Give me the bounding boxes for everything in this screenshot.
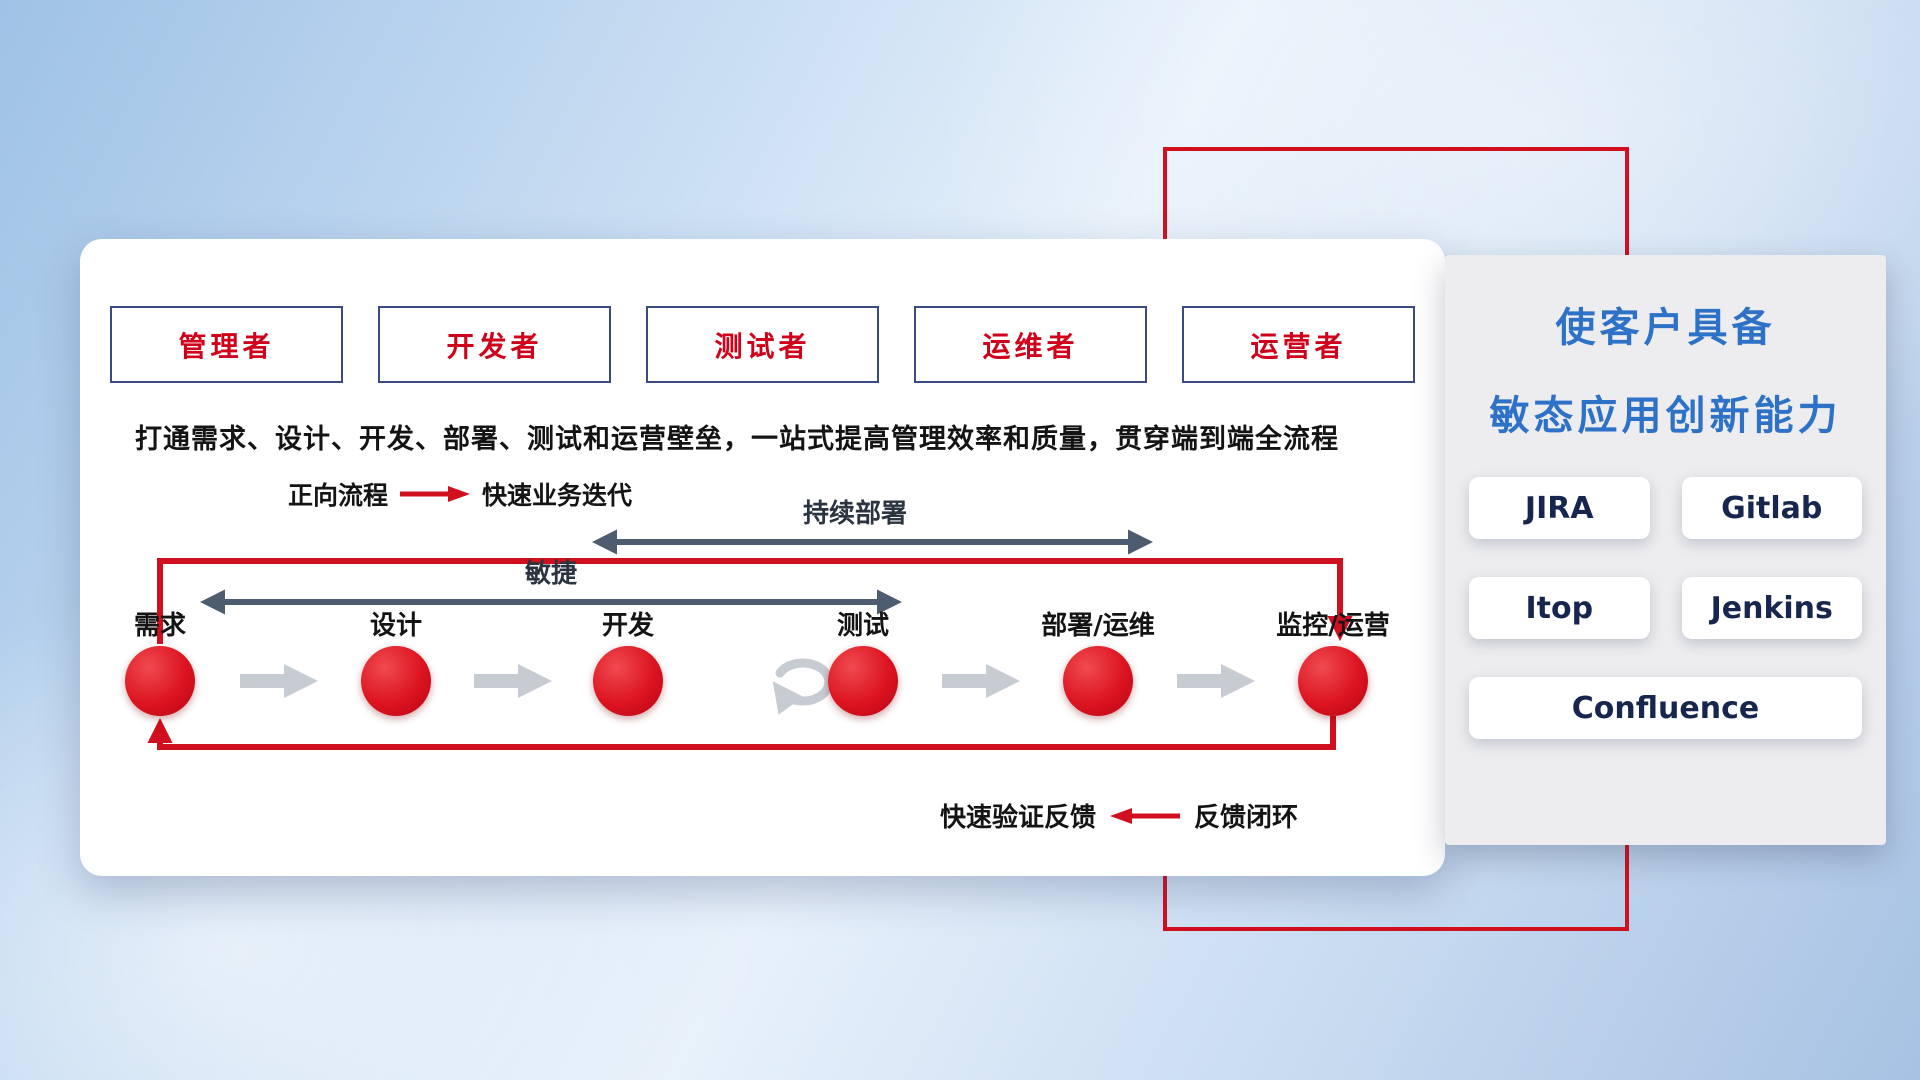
tool-chip-jira: JIRA bbox=[1469, 477, 1650, 539]
role-label: 运营者 bbox=[1250, 329, 1347, 363]
process-node bbox=[361, 646, 431, 716]
process-node bbox=[1298, 646, 1368, 716]
roles-row: 管理者 开发者 测试者 运维者 运营者 bbox=[110, 306, 1415, 383]
flow-arrow-icon bbox=[942, 664, 1020, 698]
tool-chip-itop: Itop bbox=[1469, 577, 1650, 639]
iteration-loop-icon bbox=[772, 658, 834, 715]
role-box: 测试者 bbox=[646, 306, 879, 383]
process-node bbox=[828, 646, 898, 716]
role-box: 运营者 bbox=[1182, 306, 1415, 383]
feedback-arrow-icon bbox=[1110, 807, 1181, 824]
flow-arrow-icon bbox=[474, 664, 552, 698]
continuous-deploy-label: 持续部署 bbox=[802, 499, 907, 529]
feedback-legend-label: 快速验证反馈 bbox=[940, 803, 1097, 833]
feedback-loop-line bbox=[147, 716, 1336, 750]
role-box: 管理者 bbox=[110, 306, 343, 383]
agile-label: 敏捷 bbox=[524, 559, 577, 589]
forward-arrow-icon bbox=[400, 486, 471, 502]
tool-chip-confluence: Confluence bbox=[1469, 677, 1862, 739]
process-node bbox=[125, 646, 195, 716]
flow-arrow-icon bbox=[240, 664, 318, 698]
devops-flow-card: 管理者 开发者 测试者 运维者 运营者 打通需求、设计、开发、部署、测试和运营壁… bbox=[80, 239, 1445, 876]
panel-title-line2: 敏态应用创新能力 bbox=[1489, 393, 1842, 439]
feedback-legend: 快速验证反馈 反馈闭环 bbox=[940, 797, 1298, 834]
process-node-label: 测试 bbox=[836, 611, 889, 641]
feedback-legend-value: 反馈闭环 bbox=[1194, 803, 1299, 833]
flow-arrow-icon bbox=[1177, 664, 1255, 698]
process-node-label: 设计 bbox=[369, 611, 422, 641]
description-text: 打通需求、设计、开发、部署、测试和运营壁垒，一站式提高管理效率和质量，贯穿端到端… bbox=[135, 424, 1339, 455]
role-label: 管理者 bbox=[178, 329, 275, 363]
capability-panel: 使客户具备 敏态应用创新能力 JIRA Gitlab Itop Jenkins … bbox=[1445, 255, 1886, 845]
role-box: 运维者 bbox=[914, 306, 1147, 383]
role-box: 开发者 bbox=[378, 306, 611, 383]
process-node-label: 部署/运维 bbox=[1041, 611, 1155, 641]
process-node-label: 需求 bbox=[133, 611, 186, 641]
process-node-label: 监控/运营 bbox=[1276, 611, 1390, 641]
role-label: 运维者 bbox=[982, 329, 1079, 363]
panel-title-line1: 使客户具备 bbox=[1555, 305, 1776, 351]
process-node-label: 开发 bbox=[601, 611, 654, 641]
tool-chip-gitlab: Gitlab bbox=[1681, 477, 1862, 539]
role-label: 测试者 bbox=[714, 329, 811, 363]
process-node bbox=[593, 646, 663, 716]
tools-grid: JIRA Gitlab Itop Jenkins Confluence bbox=[1469, 477, 1862, 739]
tool-chip-jenkins: Jenkins bbox=[1681, 577, 1862, 639]
forward-legend: 正向流程 快速业务迭代 bbox=[288, 476, 632, 512]
process-node bbox=[1063, 646, 1133, 716]
forward-legend-value: 快速业务迭代 bbox=[482, 481, 633, 510]
forward-legend-label: 正向流程 bbox=[288, 481, 389, 510]
role-label: 开发者 bbox=[446, 329, 543, 363]
